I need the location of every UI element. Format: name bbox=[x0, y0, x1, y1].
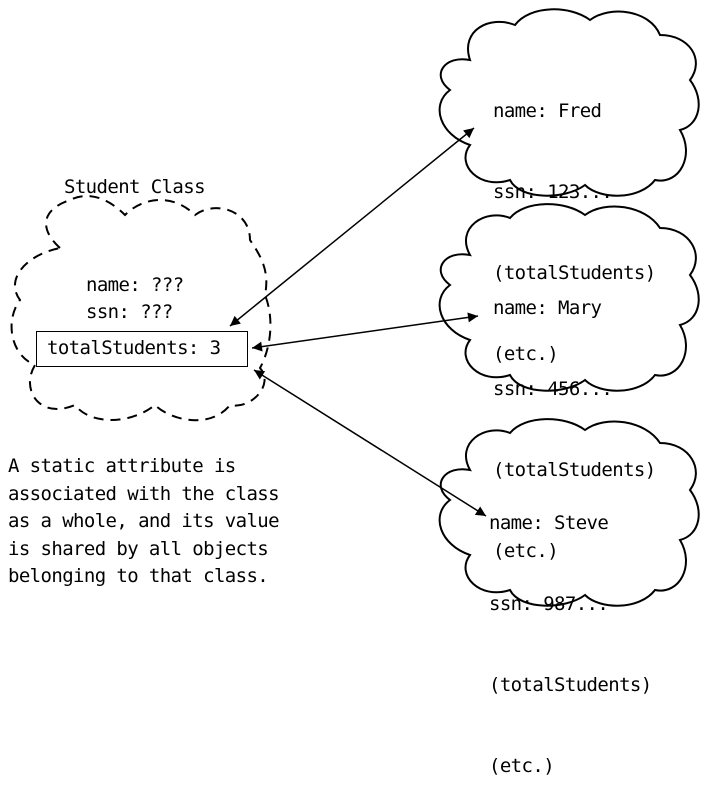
object-steve-total: (totalStudents) bbox=[489, 674, 652, 696]
object-mary-name: name: Mary bbox=[493, 297, 602, 319]
object-fred-etc: (etc.) bbox=[493, 343, 559, 365]
arrow-class-to-steve bbox=[253, 369, 487, 517]
object-fred-text: name: Fred ssn: 123... (totalStudents) (… bbox=[493, 44, 656, 395]
arrow-class-to-fred bbox=[229, 127, 475, 327]
object-fred-total: (totalStudents) bbox=[493, 262, 656, 284]
object-steve-name: name: Steve bbox=[489, 512, 609, 534]
object-mary-text: name: Mary ssn: 456... (totalStudents) (… bbox=[493, 241, 656, 592]
object-cloud-steve bbox=[438, 418, 700, 607]
class-attr-name: name: ??? bbox=[86, 274, 184, 296]
object-steve-text: name: Steve ssn: 987... (totalStudents) … bbox=[489, 456, 652, 807]
arrow-class-to-mary bbox=[251, 312, 479, 352]
object-mary-total: (totalStudents) bbox=[493, 459, 656, 481]
object-steve-ssn: ssn: 987... bbox=[489, 593, 609, 615]
caption-line: belonging to that class. bbox=[8, 565, 269, 587]
caption-line: A static attribute is bbox=[8, 455, 236, 477]
class-cloud-outline bbox=[10, 195, 272, 422]
caption: A static attribute is associated with th… bbox=[8, 453, 280, 591]
object-mary-ssn: ssn: 456... bbox=[493, 378, 613, 400]
diagram-canvas bbox=[10, 8, 700, 607]
caption-line: associated with the class bbox=[8, 482, 280, 505]
static-attribute-box: totalStudents: 3 bbox=[36, 331, 248, 367]
object-steve-etc: (etc.) bbox=[489, 755, 555, 777]
class-title: Student Class bbox=[64, 176, 206, 198]
static-attribute-label: totalStudents: 3 bbox=[47, 337, 221, 359]
object-mary-etc: (etc.) bbox=[493, 540, 559, 562]
caption-line: as a whole, and its value bbox=[8, 510, 280, 532]
caption-line: is shared by all objects bbox=[8, 537, 269, 560]
class-attr-ssn: ssn: ??? bbox=[86, 301, 173, 323]
object-fred-ssn: ssn: 123... bbox=[493, 181, 613, 203]
object-fred-name: name: Fred bbox=[493, 100, 602, 122]
